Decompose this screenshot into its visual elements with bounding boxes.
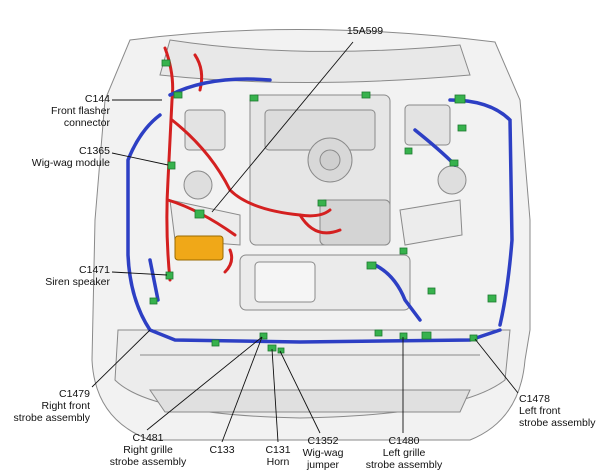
red-harness (163, 46, 342, 282)
siren-speaker-module (174, 235, 224, 261)
callout-c131: C131 Horn (256, 444, 300, 468)
callout-c133: C133 (200, 444, 244, 456)
callout-c1481-line-1: C1481 (132, 432, 164, 444)
callout-c1352: C1352 Wig-wag jumper (295, 435, 351, 471)
callout-c1479-line-1: C1479 (59, 388, 90, 400)
callout-c144: C144 Front flasher connector (18, 93, 110, 129)
callout-c1481-line-3: strobe assembly (109, 456, 187, 468)
callout-c1365-line-2: Wig-wag module (31, 157, 110, 169)
callout-c1478-line-3: strobe assembly (519, 417, 596, 429)
callout-c1479-line-3: strobe assembly (13, 412, 90, 424)
callout-c1479-line-2: Right front (41, 400, 90, 412)
callout-c133-line-1: C133 (209, 444, 235, 456)
callout-c144-line-3: connector (63, 117, 110, 129)
callout-c1480-line-1: C1480 (388, 435, 420, 447)
callout-c144-line-1: C144 (84, 93, 110, 105)
callout-c1479: C1479 Right front strobe assembly (4, 388, 90, 424)
callout-c1478-line-1: C1478 (519, 393, 550, 405)
callout-c1481: C1481 Right grille strobe assembly (88, 432, 208, 468)
callout-c1480-line-2: Left grille (382, 447, 426, 459)
callout-c131-line-2: Horn (266, 456, 290, 468)
callout-c1481-line-2: Right grille (123, 444, 173, 456)
callout-c1478: C1478 Left front strobe assembly (519, 393, 607, 429)
callout-15a599-line-1: 15A599 (346, 25, 384, 37)
callout-c1365: C1365 Wig-wag module (8, 145, 110, 169)
callout-c1352-line-3: jumper (306, 459, 340, 471)
callout-c1478-line-2: Left front (519, 405, 561, 417)
callout-c1365-line-1: C1365 (79, 145, 110, 157)
leader-lines (91, 41, 519, 443)
callout-c1352-line-2: Wig-wag (302, 447, 344, 459)
callout-c1480-line-3: strobe assembly (365, 459, 443, 471)
callout-15a599: 15A599 (340, 25, 390, 37)
callout-c1471-line-1: C1471 (79, 264, 110, 276)
callout-c144-line-2: Front flasher (51, 105, 110, 117)
callout-c1352-line-1: C1352 (307, 435, 339, 447)
callout-c1471: C1471 Siren speaker (18, 264, 110, 288)
callout-c1471-line-2: Siren speaker (45, 276, 110, 288)
callout-c131-line-1: C131 (265, 444, 291, 456)
callout-c1480: C1480 Left grille strobe assembly (352, 435, 456, 471)
